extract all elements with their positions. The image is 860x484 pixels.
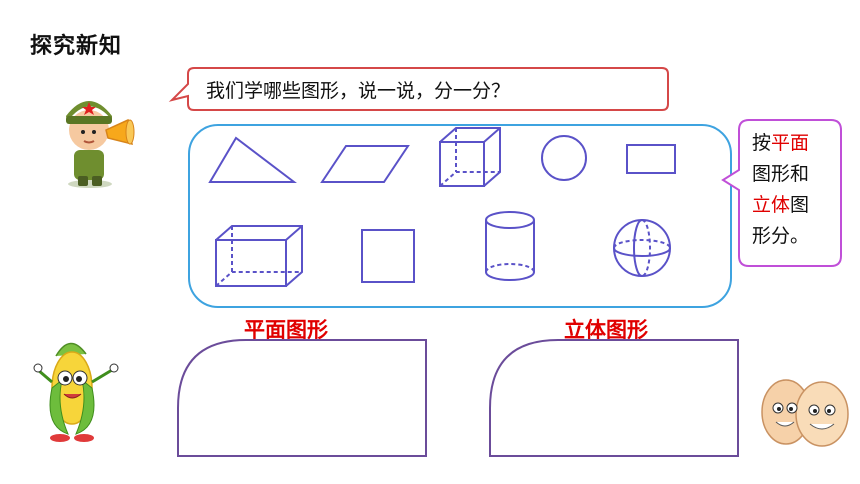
circle-shape[interactable] <box>541 135 587 181</box>
page-title: 探究新知 <box>30 34 123 59</box>
cube-shape[interactable] <box>439 127 501 187</box>
hint-text: 按平面图形和立体图形分。 <box>752 128 842 252</box>
solid-shapes-label: 立体图形 <box>564 318 648 342</box>
eggs-character <box>761 379 849 447</box>
cylinder-shape[interactable] <box>485 211 535 281</box>
plane-shapes-dropzone[interactable] <box>176 338 428 458</box>
parallelogram-shape[interactable] <box>320 145 410 183</box>
hint-emphasis: 立体 <box>752 194 791 216</box>
shapes-container <box>188 124 732 308</box>
soldier-character <box>66 101 135 188</box>
hint-part: 图形和 <box>752 163 810 185</box>
cuboid-shape[interactable] <box>215 225 303 287</box>
hint-part: 图 <box>790 194 810 216</box>
hint-bubble <box>721 119 842 267</box>
hint-part: 形分。 <box>752 225 810 247</box>
speech-bubble <box>168 67 669 111</box>
speech-text: 我们学哪些图形，说一说，分一分？ <box>206 80 511 102</box>
rectangle-shape[interactable] <box>626 144 676 174</box>
plane-shapes-label: 平面图形 <box>244 318 328 342</box>
corn-character <box>33 342 119 442</box>
solid-shapes-dropzone[interactable] <box>488 338 740 458</box>
hint-part: 按 <box>752 132 772 154</box>
sphere-shape[interactable] <box>613 219 671 277</box>
hint-emphasis: 平面 <box>771 132 810 154</box>
square-shape[interactable] <box>361 229 415 283</box>
triangle-shape[interactable] <box>208 136 297 183</box>
